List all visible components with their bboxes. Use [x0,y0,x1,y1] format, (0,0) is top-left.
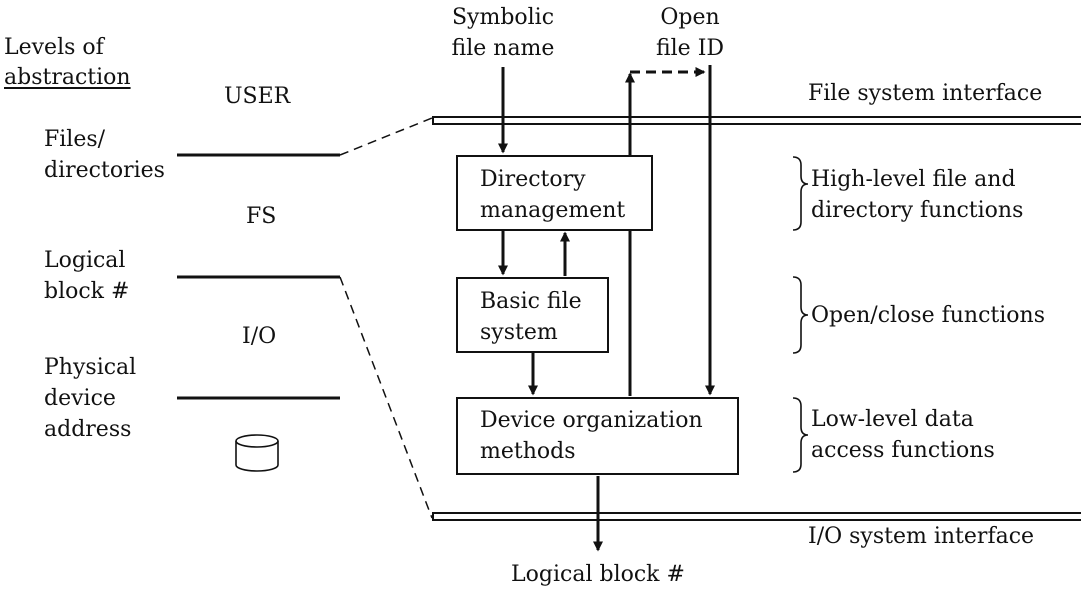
dashed-connector-top [339,117,433,156]
low-level-brace [792,397,809,473]
user-layer-label: USER [224,84,291,109]
address-label: address [44,417,132,442]
directories-label: directories [44,158,165,183]
io-system-interface-label: I/O system interface [808,524,1035,549]
directory-management-line1: Directory [480,167,586,192]
physical-label: Physical [44,355,137,380]
file-system-interface-label: File system interface [808,81,1043,106]
basic-file-system-line2: system [480,320,558,345]
high-level-line1: High-level file and [811,167,1016,192]
high-level-line2: directory functions [811,198,1024,223]
file-system-interface-bar [432,116,1081,125]
dashed-connector-bottom [339,276,433,519]
directory-management-box: Directory management [456,155,653,231]
low-level-line1: Low-level data [811,407,974,432]
device-organization-line2: methods [480,439,576,464]
files-label: Files/ [44,127,106,152]
basic-file-system-box: Basic file system [456,277,609,353]
fs-layer-label: FS [246,204,277,229]
io-layer-label: I/O [242,324,277,349]
open-close-label: Open/close functions [811,303,1046,328]
io-system-interface-bar [432,512,1081,521]
file-name-label: file name [451,36,555,61]
low-level-line2: access functions [811,438,995,463]
device-organization-box: Device organization methods [456,397,739,475]
open-close-brace [792,276,809,354]
high-level-brace [792,156,809,231]
levels-heading: Levels of [4,35,104,60]
device-label: device [44,386,116,411]
open-label: Open [660,5,720,30]
block-number-label: block # [44,279,130,304]
file-id-label: file ID [655,36,725,61]
logical-block-output-label: Logical block # [511,562,685,587]
symbolic-label: Symbolic [451,5,555,30]
directory-management-line2: management [480,198,626,223]
basic-file-system-line1: Basic file [480,289,582,314]
device-organization-line1: Device organization [480,408,703,433]
disk-cylinder-icon [235,434,279,472]
logical-label: Logical [44,248,126,273]
abstraction-heading: abstraction [4,65,131,90]
